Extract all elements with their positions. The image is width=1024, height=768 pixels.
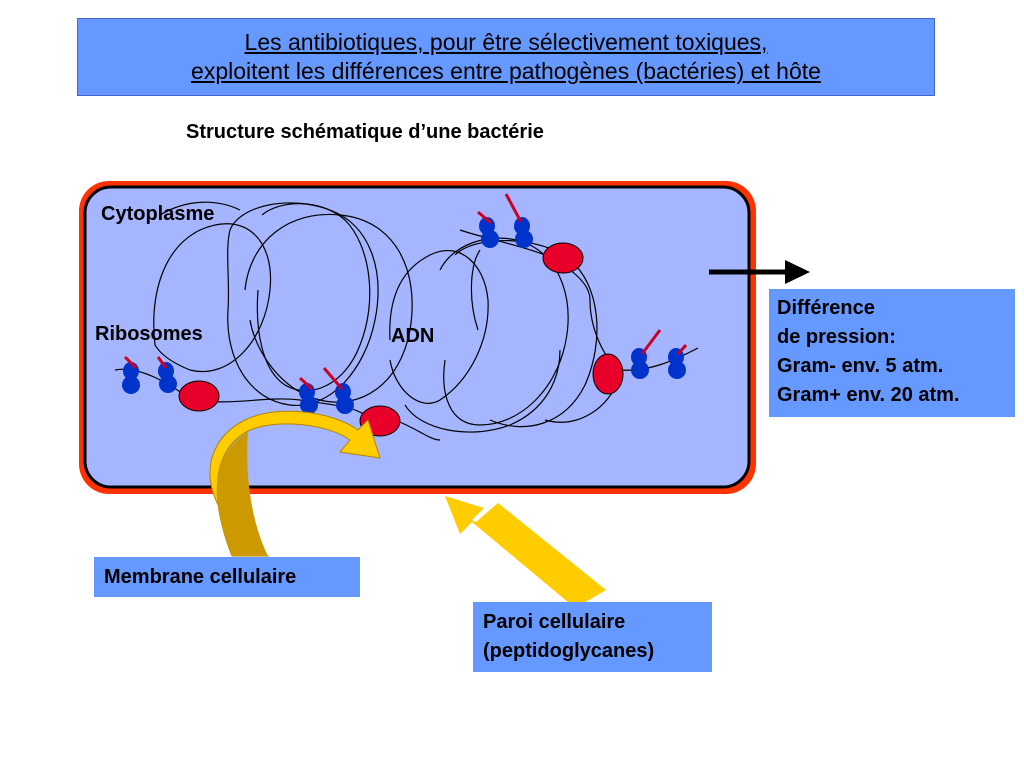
pressure-line-2: de pression: bbox=[777, 326, 896, 348]
protein-icon bbox=[592, 353, 624, 395]
title-box: Les antibiotiques, pour être sélectiveme… bbox=[77, 18, 935, 96]
membrane-label: Membrane cellulaire bbox=[104, 566, 297, 588]
ribosome-icon bbox=[156, 356, 177, 393]
paroi-box: Paroi cellulaire (peptidoglycanes) bbox=[473, 602, 712, 672]
title-line-2: exploitent les différences entre pathogè… bbox=[191, 58, 821, 84]
pressure-line-3: Gram- env. 5 atm. bbox=[777, 355, 944, 377]
cell-membrane bbox=[83, 185, 751, 489]
diagram-subtitle: Structure schématique d’une bactérie bbox=[186, 121, 544, 143]
ribosome-icon bbox=[477, 210, 499, 248]
paroi-line-2: (peptidoglycanes) bbox=[483, 640, 655, 662]
protein-icon bbox=[542, 242, 584, 274]
membrane-arrow-icon bbox=[209, 410, 381, 557]
pressure-line-4: Gram+ env. 20 atm. bbox=[777, 384, 960, 406]
ribosome-icon bbox=[668, 344, 688, 379]
ribosome-icon bbox=[298, 376, 318, 414]
pressure-arrow-icon bbox=[709, 260, 810, 284]
label-cytoplasme: Cytoplasme bbox=[101, 203, 215, 225]
ribosome-icon bbox=[322, 367, 354, 414]
pressure-box: Différence de pression: Gram- env. 5 atm… bbox=[769, 289, 1015, 417]
pressure-line-1: Différence bbox=[777, 297, 875, 319]
paroi-line-1: Paroi cellulaire bbox=[483, 611, 626, 633]
ribosome-icon bbox=[504, 193, 533, 248]
label-adn: ADN bbox=[391, 325, 435, 347]
membrane-box: Membrane cellulaire bbox=[94, 557, 360, 597]
label-ribosomes: Ribosomes bbox=[95, 323, 203, 345]
wall-arrow-icon bbox=[445, 496, 606, 608]
ribosome-icon bbox=[631, 329, 662, 379]
title-line-1: Les antibiotiques, pour être sélectiveme… bbox=[244, 29, 768, 55]
protein-icon bbox=[178, 380, 220, 412]
ribosome-icon bbox=[122, 355, 140, 394]
